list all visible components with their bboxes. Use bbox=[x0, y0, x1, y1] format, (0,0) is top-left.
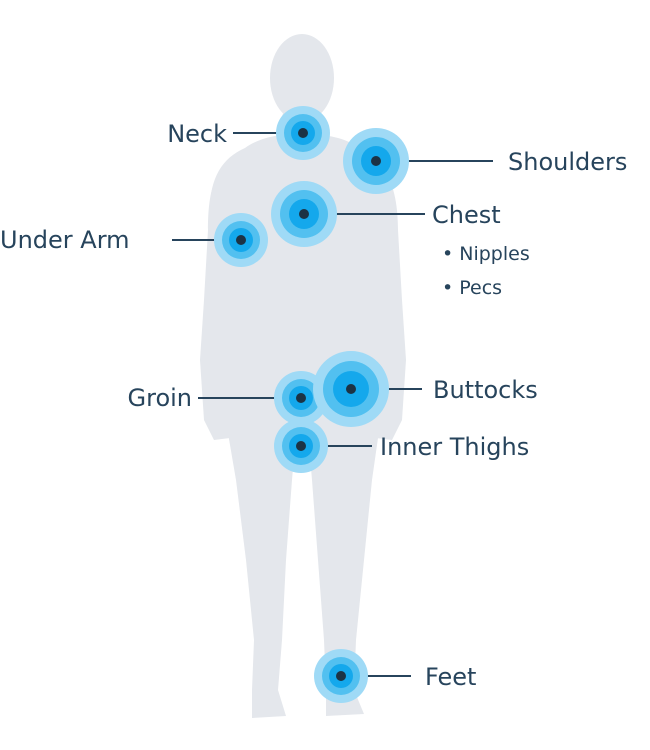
under-arm-hotspot bbox=[214, 213, 268, 267]
hotspot-center-dot bbox=[336, 671, 346, 681]
hotspot-markers bbox=[214, 106, 409, 703]
hotspot-center-dot bbox=[299, 209, 309, 219]
buttocks-hotspot bbox=[313, 351, 389, 427]
hotspot-center-dot bbox=[346, 384, 356, 394]
inner-thighs-hotspot bbox=[274, 419, 328, 473]
label-feet: Feet bbox=[425, 663, 476, 691]
hotspot-center-dot bbox=[296, 441, 306, 451]
label-neck: Neck bbox=[167, 120, 227, 148]
silhouette-left-leg bbox=[224, 410, 298, 718]
label-chest-nipples: • Nipples bbox=[442, 243, 530, 265]
hotspot-center-dot bbox=[371, 156, 381, 166]
human-silhouette bbox=[200, 34, 406, 718]
label-buttocks: Buttocks bbox=[433, 376, 538, 404]
feet-hotspot bbox=[314, 649, 368, 703]
hotspot-center-dot bbox=[236, 235, 246, 245]
body-area-labels: Neck Shoulders Chest • Nipples • Pecs Un… bbox=[0, 120, 627, 691]
silhouette-right-arm bbox=[358, 160, 406, 440]
label-shoulders: Shoulders bbox=[508, 148, 627, 176]
label-chest: Chest bbox=[432, 201, 501, 229]
label-chest-pecs: • Pecs bbox=[442, 277, 502, 299]
label-under-arm: Under Arm bbox=[0, 226, 130, 254]
silhouette-head bbox=[270, 34, 334, 122]
label-groin: Groin bbox=[128, 384, 193, 412]
hotspot-center-dot bbox=[298, 128, 308, 138]
silhouette-right-leg bbox=[306, 410, 382, 716]
silhouette-torso bbox=[210, 134, 394, 370]
chest-hotspot bbox=[271, 181, 337, 247]
neck-hotspot bbox=[276, 106, 330, 160]
hotspot-center-dot bbox=[296, 393, 306, 403]
label-inner-thighs: Inner Thighs bbox=[380, 433, 529, 461]
shoulders-hotspot bbox=[343, 128, 409, 194]
